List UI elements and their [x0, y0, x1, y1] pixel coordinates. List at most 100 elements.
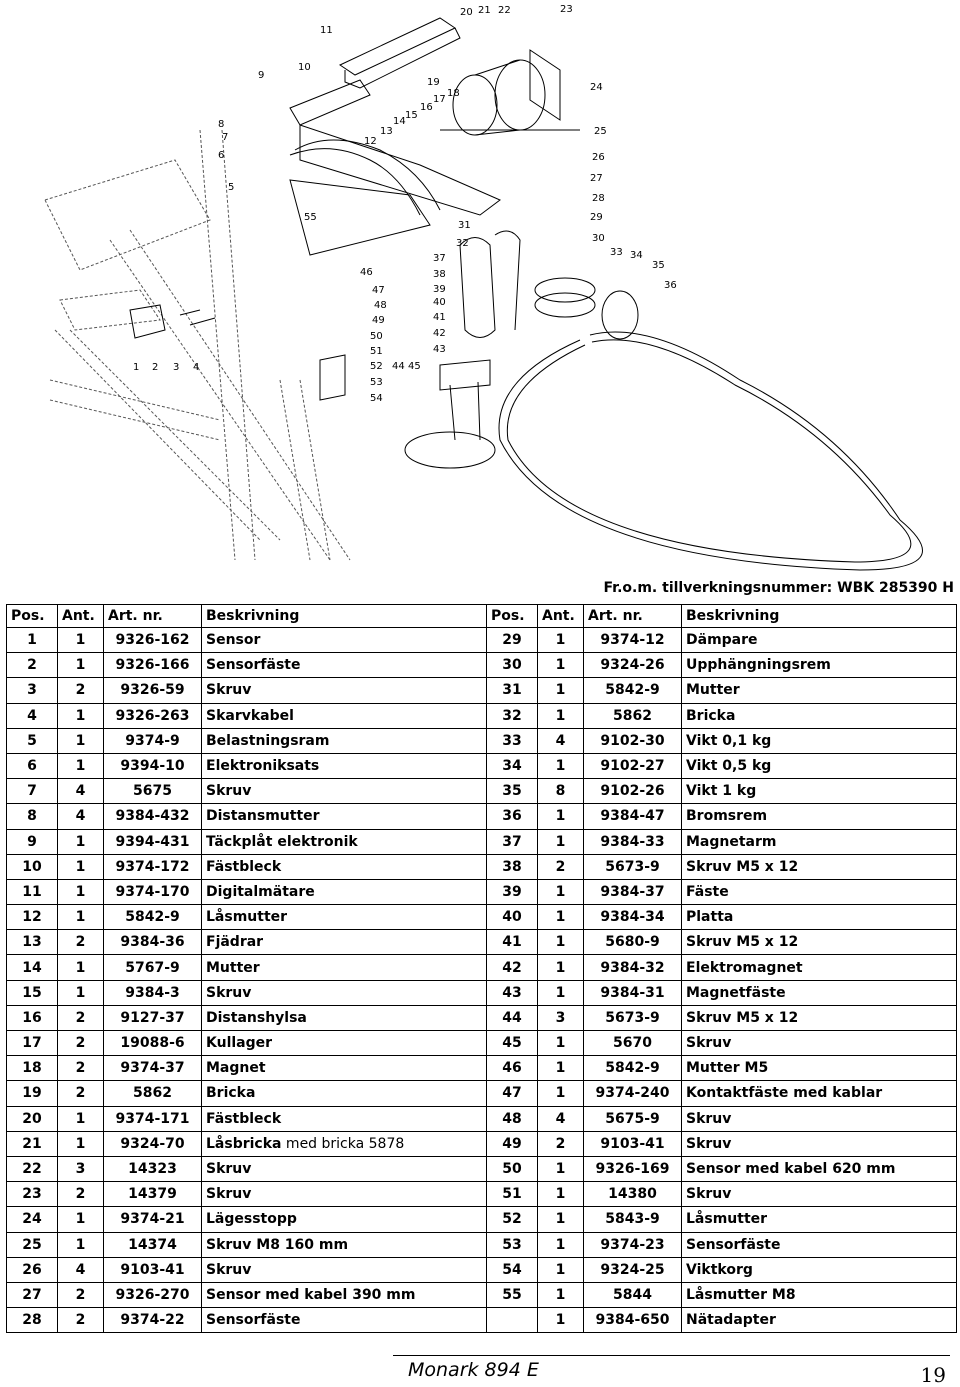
- callout: 1: [133, 362, 139, 373]
- pos-cell: 38: [486, 853, 538, 880]
- description-cell-text: Låsmutter: [206, 909, 288, 926]
- pos-cell-text: 51: [502, 1186, 522, 1203]
- description-cell-text: Skruv: [206, 984, 252, 1001]
- pos-cell-text: 22: [22, 1161, 42, 1178]
- ant-cell-text: 3: [75, 1161, 86, 1178]
- ant-cell-text: 1: [75, 732, 86, 749]
- ant-cell: 1: [57, 626, 104, 654]
- ant-cell-text: 1: [555, 1186, 566, 1203]
- ant-cell-text: 2: [555, 1135, 566, 1152]
- art-nr-cell-text: 9394-431: [115, 833, 190, 850]
- ant-cell-text: 1: [555, 1035, 566, 1052]
- ant-cell: 1: [537, 752, 584, 780]
- description-cell: Sensorfäste: [201, 1307, 487, 1334]
- pos-cell: 11: [6, 878, 58, 906]
- art-nr-cell: 9326-162: [103, 626, 202, 654]
- ant-cell: 1: [537, 1256, 584, 1283]
- ant-cell: 1: [537, 702, 584, 729]
- ant-cell: 1: [57, 878, 104, 906]
- pos-cell: 41: [486, 929, 538, 956]
- art-nr-cell: 5844: [583, 1281, 682, 1309]
- ant-cell: 1: [537, 904, 584, 931]
- ant-cell-text: 1: [555, 808, 566, 825]
- callout: 37: [433, 253, 446, 264]
- pos-cell-text: 49: [502, 1135, 522, 1152]
- pos-cell: 8: [6, 803, 58, 830]
- ant-cell: 4: [57, 803, 104, 830]
- art-nr-cell: 5842-9: [103, 904, 202, 931]
- pos-cell-text: 17: [22, 1035, 42, 1052]
- ant-cell: 2: [57, 1080, 104, 1107]
- description-cell-text: Skruv M5 x 12: [686, 1009, 799, 1026]
- callout: 43: [433, 344, 446, 355]
- art-nr-cell: 9374-23: [583, 1231, 682, 1258]
- callout: 31: [458, 220, 471, 231]
- callout: 5: [228, 182, 234, 193]
- pos-cell: 17: [6, 1029, 58, 1057]
- description-cell-text: Skruv M5 x 12: [686, 858, 799, 875]
- art-nr-cell: 14374: [103, 1231, 202, 1258]
- description-cell-text: Fästbleck: [206, 858, 282, 875]
- ant-cell-text: 1: [555, 909, 566, 926]
- pos-cell: 32: [486, 702, 538, 729]
- callout: 14: [393, 116, 406, 127]
- art-nr-cell: 9384-33: [583, 828, 682, 855]
- callout: 25: [594, 126, 607, 137]
- callout: 4: [193, 362, 199, 373]
- ant-cell: 4: [537, 727, 584, 754]
- ant-cell: 1: [537, 803, 584, 830]
- pos-cell-text: 36: [502, 808, 522, 825]
- ant-cell: 1: [57, 1130, 104, 1157]
- pos-cell: 51: [486, 1181, 538, 1208]
- description-cell: Skruv: [681, 1029, 957, 1057]
- description-cell: Mutter: [201, 954, 487, 981]
- ant-cell-text: 4: [555, 732, 566, 749]
- description-cell-text: Låsbricka: [206, 1135, 282, 1152]
- ant-cell: 1: [537, 1055, 584, 1082]
- ant-cell: 4: [57, 778, 104, 805]
- description-cell-text: Mutter: [206, 959, 260, 976]
- pos-cell: 14: [6, 954, 58, 981]
- pos-cell-text: 33: [502, 732, 522, 749]
- description-cell-text: Dämpare: [686, 632, 758, 649]
- description-cell: Vikt 0,5 kg: [681, 752, 957, 780]
- description-cell-text: Viktkorg: [686, 1261, 753, 1278]
- pos-cell: 46: [486, 1055, 538, 1082]
- description-cell-text: Skruv M8 160 mm: [206, 1236, 349, 1253]
- pos-cell-text: 48: [502, 1110, 522, 1127]
- pos-cell: 1: [6, 626, 58, 654]
- ant-cell-text: 2: [75, 1186, 86, 1203]
- art-nr-cell-text: 9326-166: [115, 657, 190, 674]
- callout: 26: [592, 152, 605, 163]
- description-cell: Fjädrar: [201, 929, 487, 956]
- pos-cell-text: 14: [22, 959, 42, 976]
- description-cell: Sensor: [201, 626, 487, 654]
- pos-cell-text: 13: [22, 934, 42, 951]
- ant-cell: 2: [57, 1181, 104, 1208]
- pos-cell-text: 34: [502, 758, 522, 775]
- description-cell-text: Fjädrar: [206, 934, 264, 951]
- art-nr-cell: 9384-47: [583, 803, 682, 830]
- ant-cell-text: 1: [75, 858, 86, 875]
- ant-cell-text: 1: [75, 1211, 86, 1228]
- description-cell: Fäste: [681, 878, 957, 906]
- callout: 8: [218, 119, 224, 130]
- callout: 10: [298, 62, 311, 73]
- description-cell-text: Elektromagnet: [686, 959, 803, 976]
- description-cell-text: Kullager: [206, 1035, 273, 1052]
- art-nr-cell: 9394-431: [103, 828, 202, 855]
- art-nr-cell-text: 9324-70: [120, 1135, 185, 1152]
- description-cell-text: Skruv: [206, 1161, 252, 1178]
- pos-cell: 34: [486, 752, 538, 780]
- pos-cell-text: 10: [22, 858, 42, 875]
- description-cell-text: Belastningsram: [206, 732, 330, 749]
- callout: 22: [498, 5, 511, 16]
- callout: 55: [304, 212, 317, 223]
- callout: 16: [420, 102, 433, 113]
- ant-cell: 1: [537, 1181, 584, 1208]
- ant-cell: 1: [537, 1307, 584, 1334]
- pos-cell: 45: [486, 1029, 538, 1057]
